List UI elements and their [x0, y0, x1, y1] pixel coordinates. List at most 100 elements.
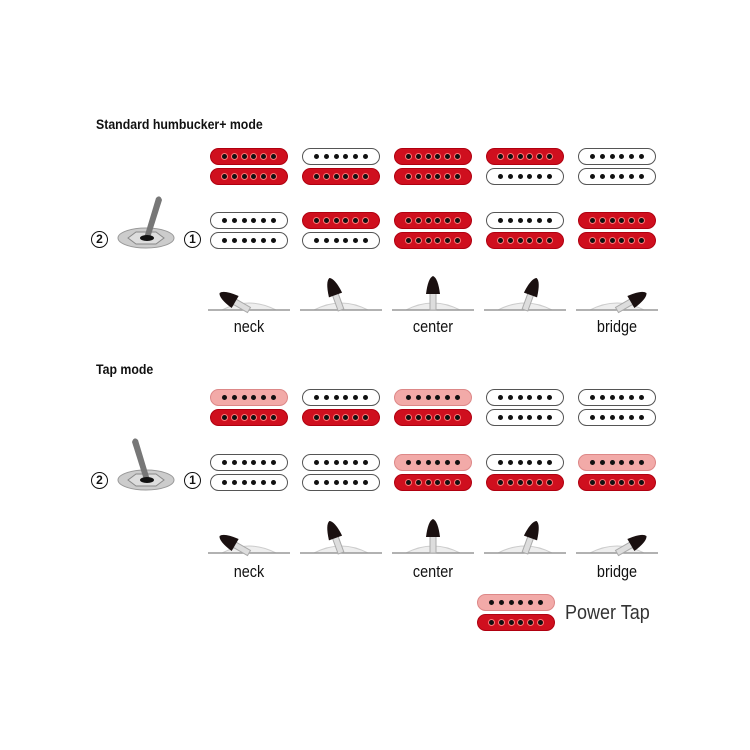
pole-piece-icon [609, 460, 615, 465]
pole-piece-icon [231, 218, 237, 223]
pole-piece-icon [629, 480, 635, 485]
pole-piece-icon [639, 395, 645, 400]
pole-piece-icon [313, 154, 319, 159]
neck-pickup-lower-coil [578, 409, 656, 426]
pole-piece-icon [619, 415, 625, 420]
pole-piece-icon [231, 415, 237, 420]
pole-piece-icon [241, 415, 247, 420]
pole-piece-icon [261, 480, 267, 485]
pole-piece-icon [527, 415, 533, 420]
pole-piece-icon [609, 480, 615, 485]
pole-piece-icon [589, 154, 595, 159]
pole-piece-icon [599, 154, 605, 159]
pole-piece-icon [343, 415, 349, 420]
pole-piece-icon [415, 174, 421, 179]
pole-piece-icon [231, 174, 237, 179]
neck-pickup-upper-coil [486, 148, 564, 165]
bridge-pickup-lower-coil [578, 474, 656, 491]
pole-piece-icon [488, 600, 494, 605]
pole-piece-icon [527, 395, 533, 400]
pole-piece-icon [497, 174, 503, 179]
switch-position-1-label: 1 [184, 472, 201, 489]
bridge-pickup-lower-coil [302, 232, 380, 249]
pole-piece-icon [405, 415, 411, 420]
pole-piece-icon [629, 218, 635, 223]
pole-piece-icon [517, 218, 523, 223]
pole-piece-icon [221, 415, 227, 420]
pole-piece-icon [497, 480, 503, 485]
legend-red-coil [477, 614, 555, 631]
pole-piece-icon [497, 395, 503, 400]
pole-piece-icon [363, 395, 369, 400]
pole-piece-icon [353, 395, 359, 400]
position-label-neck: neck [233, 562, 265, 581]
pole-piece-icon [363, 174, 369, 179]
pole-piece-icon [231, 238, 237, 243]
pole-piece-icon [435, 238, 441, 243]
pole-piece-icon [547, 395, 553, 400]
pole-piece-icon [497, 238, 503, 243]
pole-piece-icon [609, 218, 615, 223]
neck-pickup-upper-coil [486, 389, 564, 406]
pole-piece-icon [507, 480, 513, 485]
pole-piece-icon [639, 480, 645, 485]
neck-pickup-lower-coil [486, 409, 564, 426]
bridge-pickup-upper-coil [210, 212, 288, 229]
pole-piece-icon [455, 174, 461, 179]
pole-piece-icon [221, 174, 227, 179]
pole-piece-icon [538, 620, 544, 625]
pole-piece-icon [639, 218, 645, 223]
pole-piece-icon [405, 480, 411, 485]
pole-piece-icon [261, 395, 267, 400]
pole-piece-icon [363, 238, 369, 243]
pole-piece-icon [497, 415, 503, 420]
pole-piece-icon [251, 480, 257, 485]
pole-piece-icon [435, 395, 441, 400]
pole-piece-icon [537, 154, 543, 159]
pole-piece-icon [599, 395, 605, 400]
pole-piece-icon [415, 415, 421, 420]
bridge-pickup-lower-coil [486, 232, 564, 249]
pole-piece-icon [343, 218, 349, 223]
mini-toggle-switch-icon [117, 438, 175, 491]
bridge-pickup-lower-coil [578, 232, 656, 249]
pole-piece-icon [589, 460, 595, 465]
pole-piece-icon [251, 415, 257, 420]
pole-piece-icon [507, 460, 513, 465]
pole-piece-icon [251, 174, 257, 179]
pole-piece-icon [231, 154, 237, 159]
pole-piece-icon [629, 174, 635, 179]
pole-piece-icon [333, 218, 339, 223]
pole-piece-icon [639, 154, 645, 159]
pole-piece-icon [425, 238, 431, 243]
selector-switch-position-icon [208, 291, 290, 314]
pole-piece-icon [589, 238, 595, 243]
neck-pickup-upper-coil [394, 148, 472, 165]
pole-piece-icon [241, 460, 247, 465]
pole-piece-icon [517, 415, 523, 420]
pole-piece-icon [507, 174, 513, 179]
pole-piece-icon [231, 480, 237, 485]
pole-piece-icon [445, 480, 451, 485]
pole-piece-icon [527, 154, 533, 159]
pole-piece-icon [323, 395, 329, 400]
pole-piece-icon [518, 620, 524, 625]
pole-piece-icon [639, 415, 645, 420]
pole-piece-icon [333, 415, 339, 420]
neck-pickup-upper-coil [578, 148, 656, 165]
selector-switch-position-icon [300, 278, 382, 312]
pole-piece-icon [528, 620, 534, 625]
selector-switch-position-icon [576, 534, 658, 557]
pole-piece-icon [435, 480, 441, 485]
pole-piece-icon [261, 238, 267, 243]
neck-pickup-lower-coil [210, 409, 288, 426]
pole-piece-icon [323, 415, 329, 420]
pole-piece-icon [343, 154, 349, 159]
selector-switch-position-icon [484, 521, 566, 555]
selector-switch-position-icon [576, 291, 658, 314]
pole-piece-icon [629, 460, 635, 465]
pole-piece-icon [415, 460, 421, 465]
pole-piece-icon [425, 460, 431, 465]
pole-piece-icon [343, 460, 349, 465]
pole-piece-icon [599, 460, 605, 465]
